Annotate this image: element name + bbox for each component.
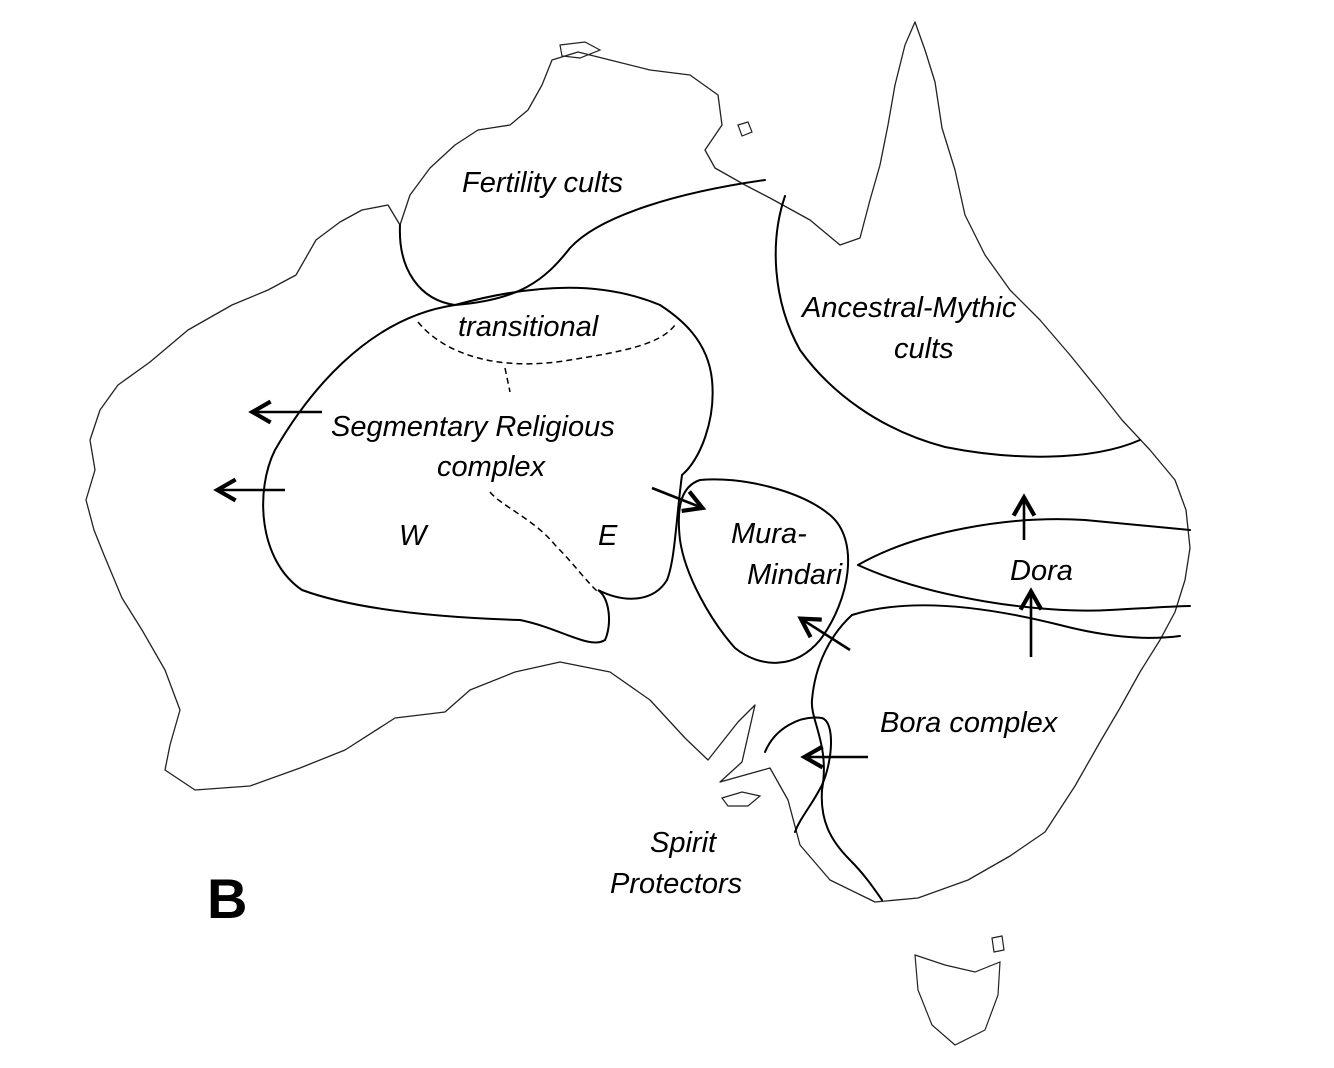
arrow-segmentary-to-mura-mindari	[651, 486, 707, 513]
label-ancestral-mythic-line1: Ancestral-Mythic	[800, 292, 1017, 324]
panel-letter: B	[207, 867, 247, 930]
label-spirit-protectors-line2: Protectors	[610, 868, 742, 900]
ancestral-mythic-boundary-west	[774, 195, 946, 448]
label-mura-mindari-line2: Mindari	[747, 559, 844, 591]
label-bora-complex: Bora complex	[880, 707, 1059, 739]
tiwi-islands-outline	[559, 41, 602, 59]
kangaroo-island-outline	[721, 791, 762, 807]
groote-eylandt-outline	[737, 121, 753, 137]
fertility-cults-boundary-west	[398, 224, 456, 306]
ancestral-mythic-boundary-south	[944, 439, 1141, 458]
label-transitional: transitional	[458, 311, 600, 343]
flinders-island-outline	[991, 935, 1005, 953]
fertility-cults-boundary-east	[454, 179, 766, 306]
segmentary-west-east-divider	[489, 491, 599, 593]
label-spirit-protectors-line1: Spirit	[650, 827, 718, 859]
arrow-bora-to-mura-mindari	[797, 616, 851, 652]
dora-boundary-south	[857, 564, 1191, 612]
mura-mindari-boundary	[677, 478, 850, 664]
segmentary-complex-boundary	[262, 286, 714, 644]
tasmania-outline	[914, 954, 1001, 1046]
label-segmentary-line2: complex	[437, 451, 546, 483]
label-fertility-cults: Fertility cults	[462, 167, 623, 199]
label-ancestral-mythic-line2: cults	[894, 333, 954, 365]
label-segmentary-west: W	[399, 520, 429, 552]
spirit-protectors-boundary	[764, 716, 832, 833]
label-segmentary-east: E	[598, 520, 618, 552]
label-mura-mindari-line1: Mura-	[731, 518, 807, 550]
bora-complex-northern-edge	[851, 604, 1181, 639]
segmentary-divider-north	[504, 367, 511, 393]
label-segmentary-line1: Segmentary Religious	[331, 411, 615, 443]
label-dora: Dora	[1010, 555, 1073, 587]
dora-boundary-north	[857, 518, 1191, 566]
australia-coastline	[85, 21, 1191, 903]
